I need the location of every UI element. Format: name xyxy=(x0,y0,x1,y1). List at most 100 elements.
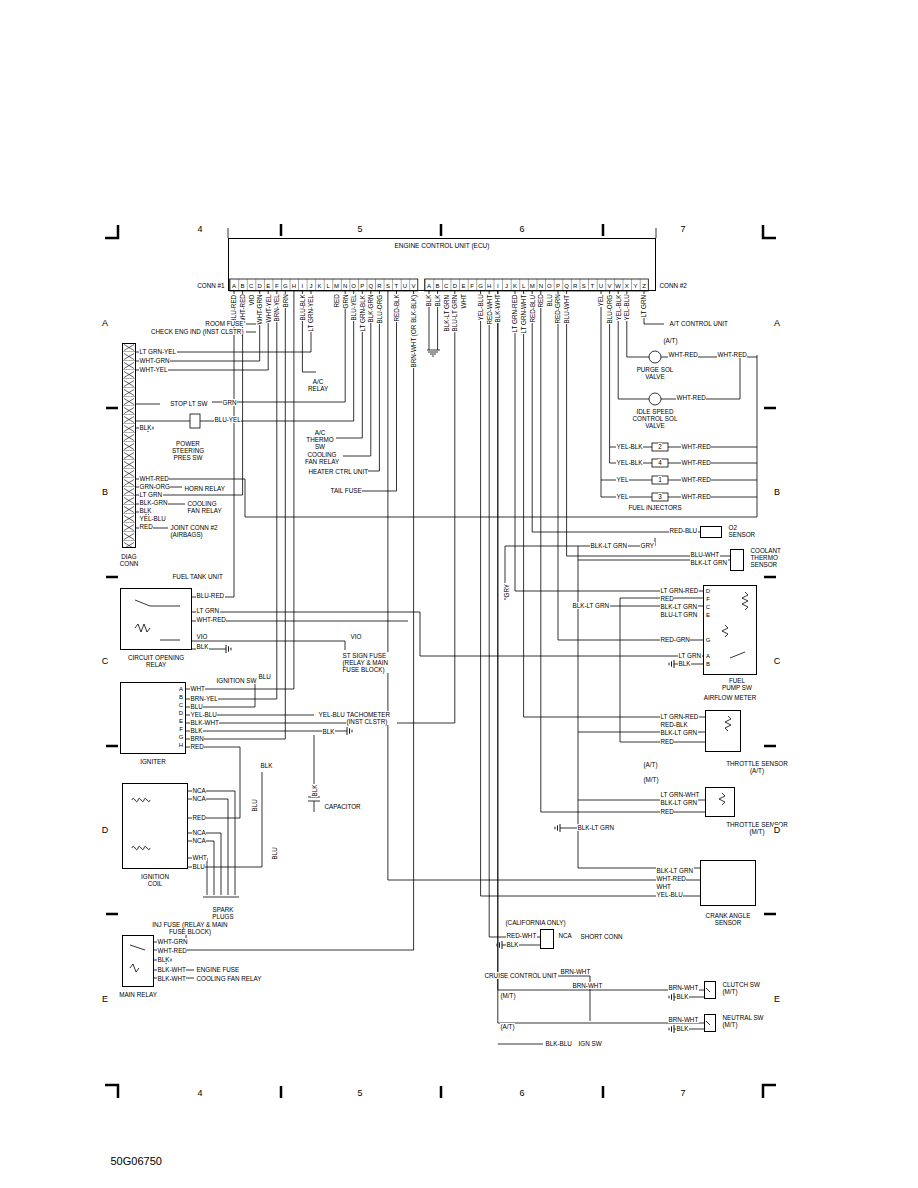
wire-label: HORN RELAY xyxy=(184,485,225,492)
wire-label: BLK-LT GRN xyxy=(690,559,728,566)
wire-color-code: YEL-BLK xyxy=(615,294,622,321)
wire-color-code: RED-WHT xyxy=(486,294,493,325)
wire-color-code: RED-BLK xyxy=(393,294,400,322)
wire-label: BLK-LT GRN xyxy=(660,729,698,736)
wire-label: F xyxy=(706,596,711,603)
wire-label: BLK-LT GRN xyxy=(590,542,628,549)
wire-label: BLU-RED xyxy=(196,592,225,599)
resistor-symbol xyxy=(722,592,748,658)
wire-label: RED xyxy=(139,523,153,530)
wire-connector xyxy=(541,291,705,812)
wire-label: 4 xyxy=(658,459,663,466)
wire-label: WHT-YEL xyxy=(139,366,168,373)
wire-label: IGNITION SW xyxy=(216,677,257,684)
solenoid-valve xyxy=(649,351,661,363)
wire-label: NCA xyxy=(192,829,206,836)
wire-label: BLK-WHT xyxy=(190,719,219,726)
wire xyxy=(505,538,730,868)
wire-label: BLK xyxy=(311,784,318,797)
wire-label: BLU-YEL xyxy=(214,416,241,423)
pressure-switch xyxy=(190,414,200,428)
grid-reference: 6 xyxy=(519,1088,525,1098)
wire-label: BLK xyxy=(322,728,335,735)
sensor-box: THROTTLE SENSOR (A/T) xyxy=(705,710,741,752)
wire-label: BLK xyxy=(678,660,691,667)
diag-connector-hatching xyxy=(122,343,136,548)
wire xyxy=(154,932,194,978)
wire-color-code: VIO xyxy=(248,294,255,306)
wire-label: COOLING FAN RELAY xyxy=(196,975,262,982)
wire-label: LT GRN xyxy=(196,607,220,614)
wire-label: HEATER CTRL UNIT xyxy=(308,468,368,475)
wire-color-code: RED-BLU xyxy=(529,294,536,323)
pin-letter: F xyxy=(470,283,475,290)
wire-label: VIO xyxy=(196,633,208,640)
wire-label: RED-BLU xyxy=(669,527,698,534)
drawing-number: 50G06750 xyxy=(110,1155,162,1167)
wire-color-code: WHT xyxy=(460,294,467,309)
pin-letter: B xyxy=(240,283,245,290)
pin-letter: B xyxy=(435,283,440,290)
wire-label: NCA xyxy=(192,837,206,844)
wire-label: WHT-RED xyxy=(681,476,711,483)
wire-label: POWER STEERING PRES SW xyxy=(166,440,211,461)
wire-label: BLK xyxy=(506,941,519,948)
wire-connector xyxy=(481,291,700,896)
grid-tick xyxy=(106,224,776,1098)
wire-label: YEL xyxy=(616,493,629,500)
wire-color-code: YEL xyxy=(597,294,604,307)
wire-color-code: BLK xyxy=(434,294,441,307)
grid-reference: D xyxy=(773,825,781,835)
wire-connector xyxy=(154,291,414,950)
wire-label: IGN SW xyxy=(578,1040,602,1047)
pin-letter: M xyxy=(529,283,535,290)
wire-label: BLU xyxy=(192,863,205,870)
wire-label: NCA xyxy=(558,932,572,939)
wire-label: TAIL FUSE xyxy=(330,487,362,494)
wire-color-code: BRN-YEL xyxy=(273,294,280,322)
pin-letter: V xyxy=(607,283,612,290)
wire-label: 1 xyxy=(658,476,663,483)
coil-windings xyxy=(132,798,150,849)
wire-connector xyxy=(524,291,705,717)
wire-color-code: WHT-YEL xyxy=(265,294,272,323)
wire-label: GRY xyxy=(640,542,655,549)
grid-reference: 7 xyxy=(680,1088,686,1098)
wire-label: A xyxy=(178,686,183,693)
grid-reference: B xyxy=(101,487,108,497)
wire-label: BLU-WHT xyxy=(690,551,720,558)
pin-letter: G xyxy=(282,283,288,290)
wire-label: (CALIFORNIA ONLY) xyxy=(505,919,566,926)
grid-reference: 4 xyxy=(197,224,203,234)
wire-color-code: BLU-ORG xyxy=(376,294,383,324)
wire-label: D xyxy=(178,710,183,717)
sensor-box: CRANK ANGLE SENSOR xyxy=(700,860,756,906)
igniter-box: IGNITER xyxy=(120,682,186,754)
wire-label: BLK-LT GRN xyxy=(660,799,698,806)
wire-label: 3 xyxy=(658,493,663,500)
pin-letter: R xyxy=(573,283,578,290)
grid-reference: D xyxy=(101,825,109,835)
wire-label: WHT-RED xyxy=(668,351,698,358)
component-name: CIRCUIT OPENING RELAY xyxy=(120,654,193,668)
wire-label: A/C RELAY xyxy=(305,378,332,392)
grid-reference: 5 xyxy=(357,224,363,234)
pin-letter: I xyxy=(301,283,304,290)
wire-label: LT GRN-RED xyxy=(660,587,699,594)
switch-box: CLUTCH SW (M/T) xyxy=(704,981,716,999)
wire-label: BLK xyxy=(676,993,689,1000)
solenoid-valve xyxy=(649,393,661,405)
wire-label: F xyxy=(179,726,184,733)
wire-color-code: BLU xyxy=(546,294,553,307)
pin-letter: P xyxy=(360,283,365,290)
wire-label: E xyxy=(178,718,183,725)
pin-letter: D xyxy=(452,283,457,290)
clutch-switch xyxy=(706,988,710,1025)
wire xyxy=(308,735,320,812)
pin-letter: F xyxy=(274,283,279,290)
wire xyxy=(618,291,740,399)
wire-color-code: RED xyxy=(333,294,340,308)
pin-letter: U xyxy=(402,283,407,290)
wire xyxy=(188,791,239,897)
wire-label: RED-GRN xyxy=(660,636,690,643)
